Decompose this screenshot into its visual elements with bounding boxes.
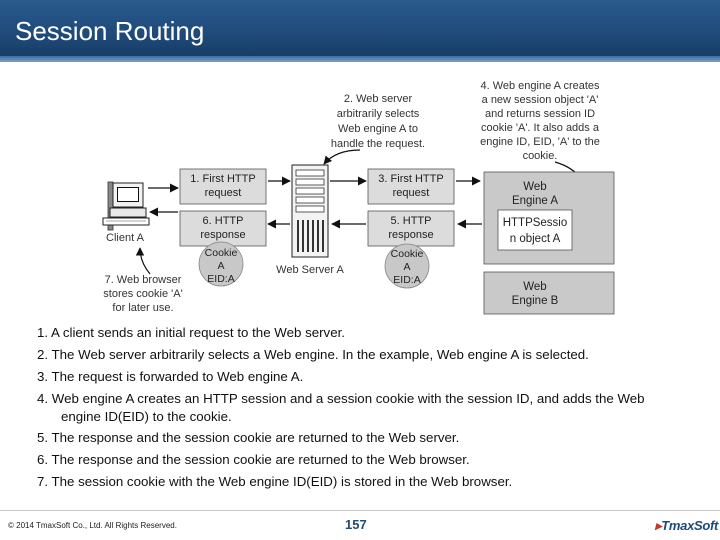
web-server-label: Web Server A: [276, 264, 344, 276]
logo-text: TmaxSoft: [661, 518, 719, 533]
client-computer-icon: [102, 181, 150, 231]
cookie-right: [384, 243, 430, 289]
step-2: 2. The Web server arbitrarily selects a …: [37, 347, 589, 362]
engine-b-line-1: Web: [523, 281, 546, 293]
note-4-line-2: a new session object 'A': [482, 94, 599, 106]
cookie-left-line-1: Cookie: [205, 247, 238, 259]
note-7-line-3: for later use.: [112, 302, 173, 314]
engine-b-line-2: Engine B: [512, 295, 559, 307]
box-5-line-2: response: [388, 229, 433, 241]
copyright-text: © 2014 TmaxSoft Co., Ltd. All Rights Res…: [8, 521, 177, 530]
page-number: 157: [345, 517, 367, 532]
step-6: 6. The response and the session cookie a…: [37, 452, 470, 467]
web-engine-b: [483, 271, 615, 315]
box-first-http-request: [179, 168, 267, 205]
arrow-note2-to-server: [323, 149, 361, 165]
engine-a-line-2: Engine A: [512, 195, 558, 207]
web-server-icon: [291, 164, 329, 258]
box-first-http-request-3: [367, 168, 455, 205]
client-label: Client A: [106, 232, 145, 244]
slide-title: Session Routing: [15, 16, 205, 46]
steps-list: 1. A client sends an initial request to …: [37, 322, 717, 493]
session-object-line-2: n object A: [510, 233, 561, 245]
note-7-line-2: stores cookie 'A': [103, 288, 182, 300]
arrow-note7-to-client: [135, 247, 151, 275]
cookie-right-line-1: Cookie: [391, 248, 424, 260]
footer-divider: [0, 510, 720, 511]
box-3-line-1: 3. First HTTP: [378, 173, 443, 185]
note-7-line-1: 7. Web browser: [105, 274, 182, 286]
note-4-line-5: engine ID, EID, 'A' to the: [480, 136, 600, 148]
step-4: 4. Web engine A creates an HTTP session …: [37, 390, 717, 426]
title-bar-accent: [0, 56, 720, 62]
note-4-line-3: and returns session ID: [485, 108, 595, 120]
session-routing-diagram: Client A 1. First HTTP request 6. HTTP r…: [102, 80, 615, 315]
note-4-line-1: 4. Web engine A creates: [480, 80, 600, 92]
cookie-left: [198, 241, 244, 287]
note-4-line-6: cookie.: [523, 150, 558, 162]
cookie-left-line-3: EID:A: [207, 273, 234, 285]
logo-mark-icon: ▸: [655, 518, 662, 533]
box-1-line-1: 1. First HTTP: [190, 173, 255, 185]
tmaxsoft-logo: ▸TmaxSoft: [655, 518, 718, 534]
note-2-line-3: Web engine A to: [338, 123, 418, 135]
cookie-left-line-2: A: [217, 260, 224, 272]
http-session-object-a: [497, 209, 573, 251]
session-object-line-1: HTTPSessio: [503, 217, 568, 229]
cookie-right-line-3: EID:A: [393, 274, 420, 286]
box-6-line-1: 6. HTTP: [203, 215, 244, 227]
box-1-line-2: request: [205, 187, 242, 199]
step-3: 3. The request is forwarded to Web engin…: [37, 369, 304, 384]
note-2-line-2: arbitrarily selects: [337, 108, 420, 120]
box-http-response-5: [367, 210, 455, 247]
note-2-line-4: handle the request.: [331, 138, 425, 150]
step-4-line-1: 4. Web engine A creates an HTTP session …: [37, 391, 645, 406]
box-3-line-2: request: [393, 187, 430, 199]
title-bar: Session Routing: [0, 0, 720, 62]
box-5-line-1: 5. HTTP: [391, 215, 432, 227]
cookie-right-line-2: A: [403, 261, 410, 273]
step-1: 1. A client sends an initial request to …: [37, 325, 345, 340]
note-2-line-1: 2. Web server: [344, 93, 413, 105]
note-4-line-4: cookie 'A'. It also adds a: [481, 122, 600, 134]
step-7: 7. The session cookie with the Web engin…: [37, 474, 513, 489]
step-5: 5. The response and the session cookie a…: [37, 430, 460, 445]
box-6-line-2: response: [200, 229, 245, 241]
step-4-line-2: engine ID(EID) to the cookie.: [61, 409, 232, 424]
engine-a-line-1: Web: [523, 181, 546, 193]
